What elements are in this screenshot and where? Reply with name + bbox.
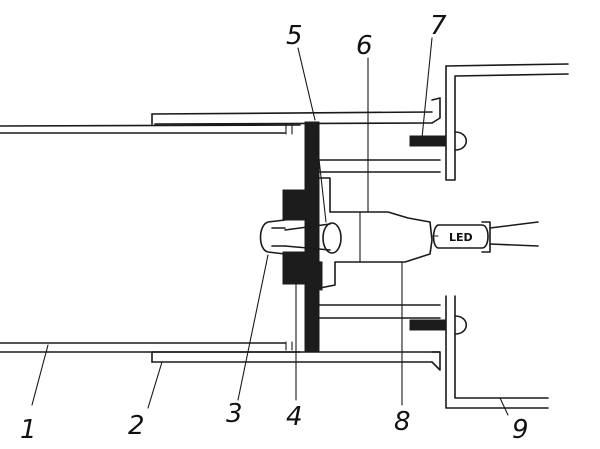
leader-1: [31, 344, 49, 406]
leader-5-inner: [315, 131, 327, 223]
led-component: LED: [432, 221, 539, 253]
block-tab-4: [307, 259, 323, 291]
block-upper-4: [282, 189, 309, 221]
label-5: 5: [286, 21, 303, 51]
label-2: 2: [128, 411, 145, 441]
screw-lower-7: [409, 315, 468, 335]
label-7: 7: [430, 11, 447, 41]
label-9: 9: [512, 415, 529, 445]
label-3: 3: [226, 399, 243, 429]
label-1: 1: [20, 415, 37, 445]
leader-3: [237, 254, 269, 401]
tube-2: [151, 97, 441, 371]
holder-6: [318, 159, 441, 319]
lens-3: [259, 219, 342, 255]
label-6: 6: [356, 31, 373, 61]
label-8: 8: [394, 407, 411, 437]
leader-9: [499, 397, 509, 416]
led-label: LED: [449, 231, 473, 244]
leader-2: [147, 361, 163, 409]
block-lower-4: [282, 251, 309, 285]
leader-5: [297, 47, 316, 121]
plate-5: [304, 121, 320, 353]
screw-upper-7: [409, 131, 468, 151]
label-4: 4: [286, 402, 303, 432]
leader-7: [421, 37, 433, 139]
